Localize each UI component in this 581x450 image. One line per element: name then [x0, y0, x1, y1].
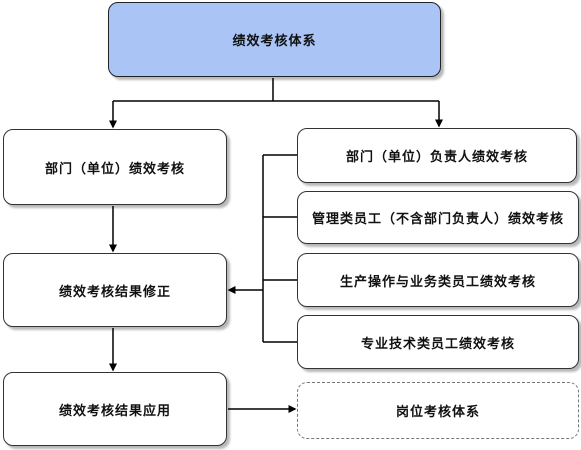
head-appraisal-node: 部门（单位）负责人绩效考核 [297, 128, 577, 183]
department-appraisal-node: 部门（单位）绩效考核 [3, 129, 227, 205]
post-appraisal-system-label: 岗位考核体系 [395, 405, 480, 420]
production-appraisal-label: 生产操作与业务类员工绩效考核 [339, 274, 536, 290]
result-application-node: 绩效考核结果应用 [3, 372, 227, 446]
result-revision-label: 绩效考核结果修正 [58, 284, 171, 300]
root-node-label: 绩效考核体系 [232, 34, 317, 49]
post-appraisal-system-node: 岗位考核体系 [297, 382, 579, 439]
production-appraisal-node: 生产操作与业务类员工绩效考核 [297, 253, 579, 307]
technical-appraisal-node: 专业技术类员工绩效考核 [297, 315, 579, 369]
management-appraisal-node: 管理类员工（不含部门负责人）绩效考核 [297, 191, 579, 244]
result-revision-node: 绩效考核结果修正 [3, 253, 227, 327]
root-node: 绩效考核体系 [108, 2, 441, 77]
management-appraisal-label: 管理类员工（不含部门负责人）绩效考核 [311, 212, 564, 227]
head-appraisal-label: 部门（单位）负责人绩效考核 [345, 150, 528, 165]
result-application-label: 绩效考核结果应用 [58, 403, 171, 419]
department-appraisal-label: 部门（单位）绩效考核 [44, 161, 185, 177]
technical-appraisal-label: 专业技术类员工绩效考核 [360, 336, 515, 352]
